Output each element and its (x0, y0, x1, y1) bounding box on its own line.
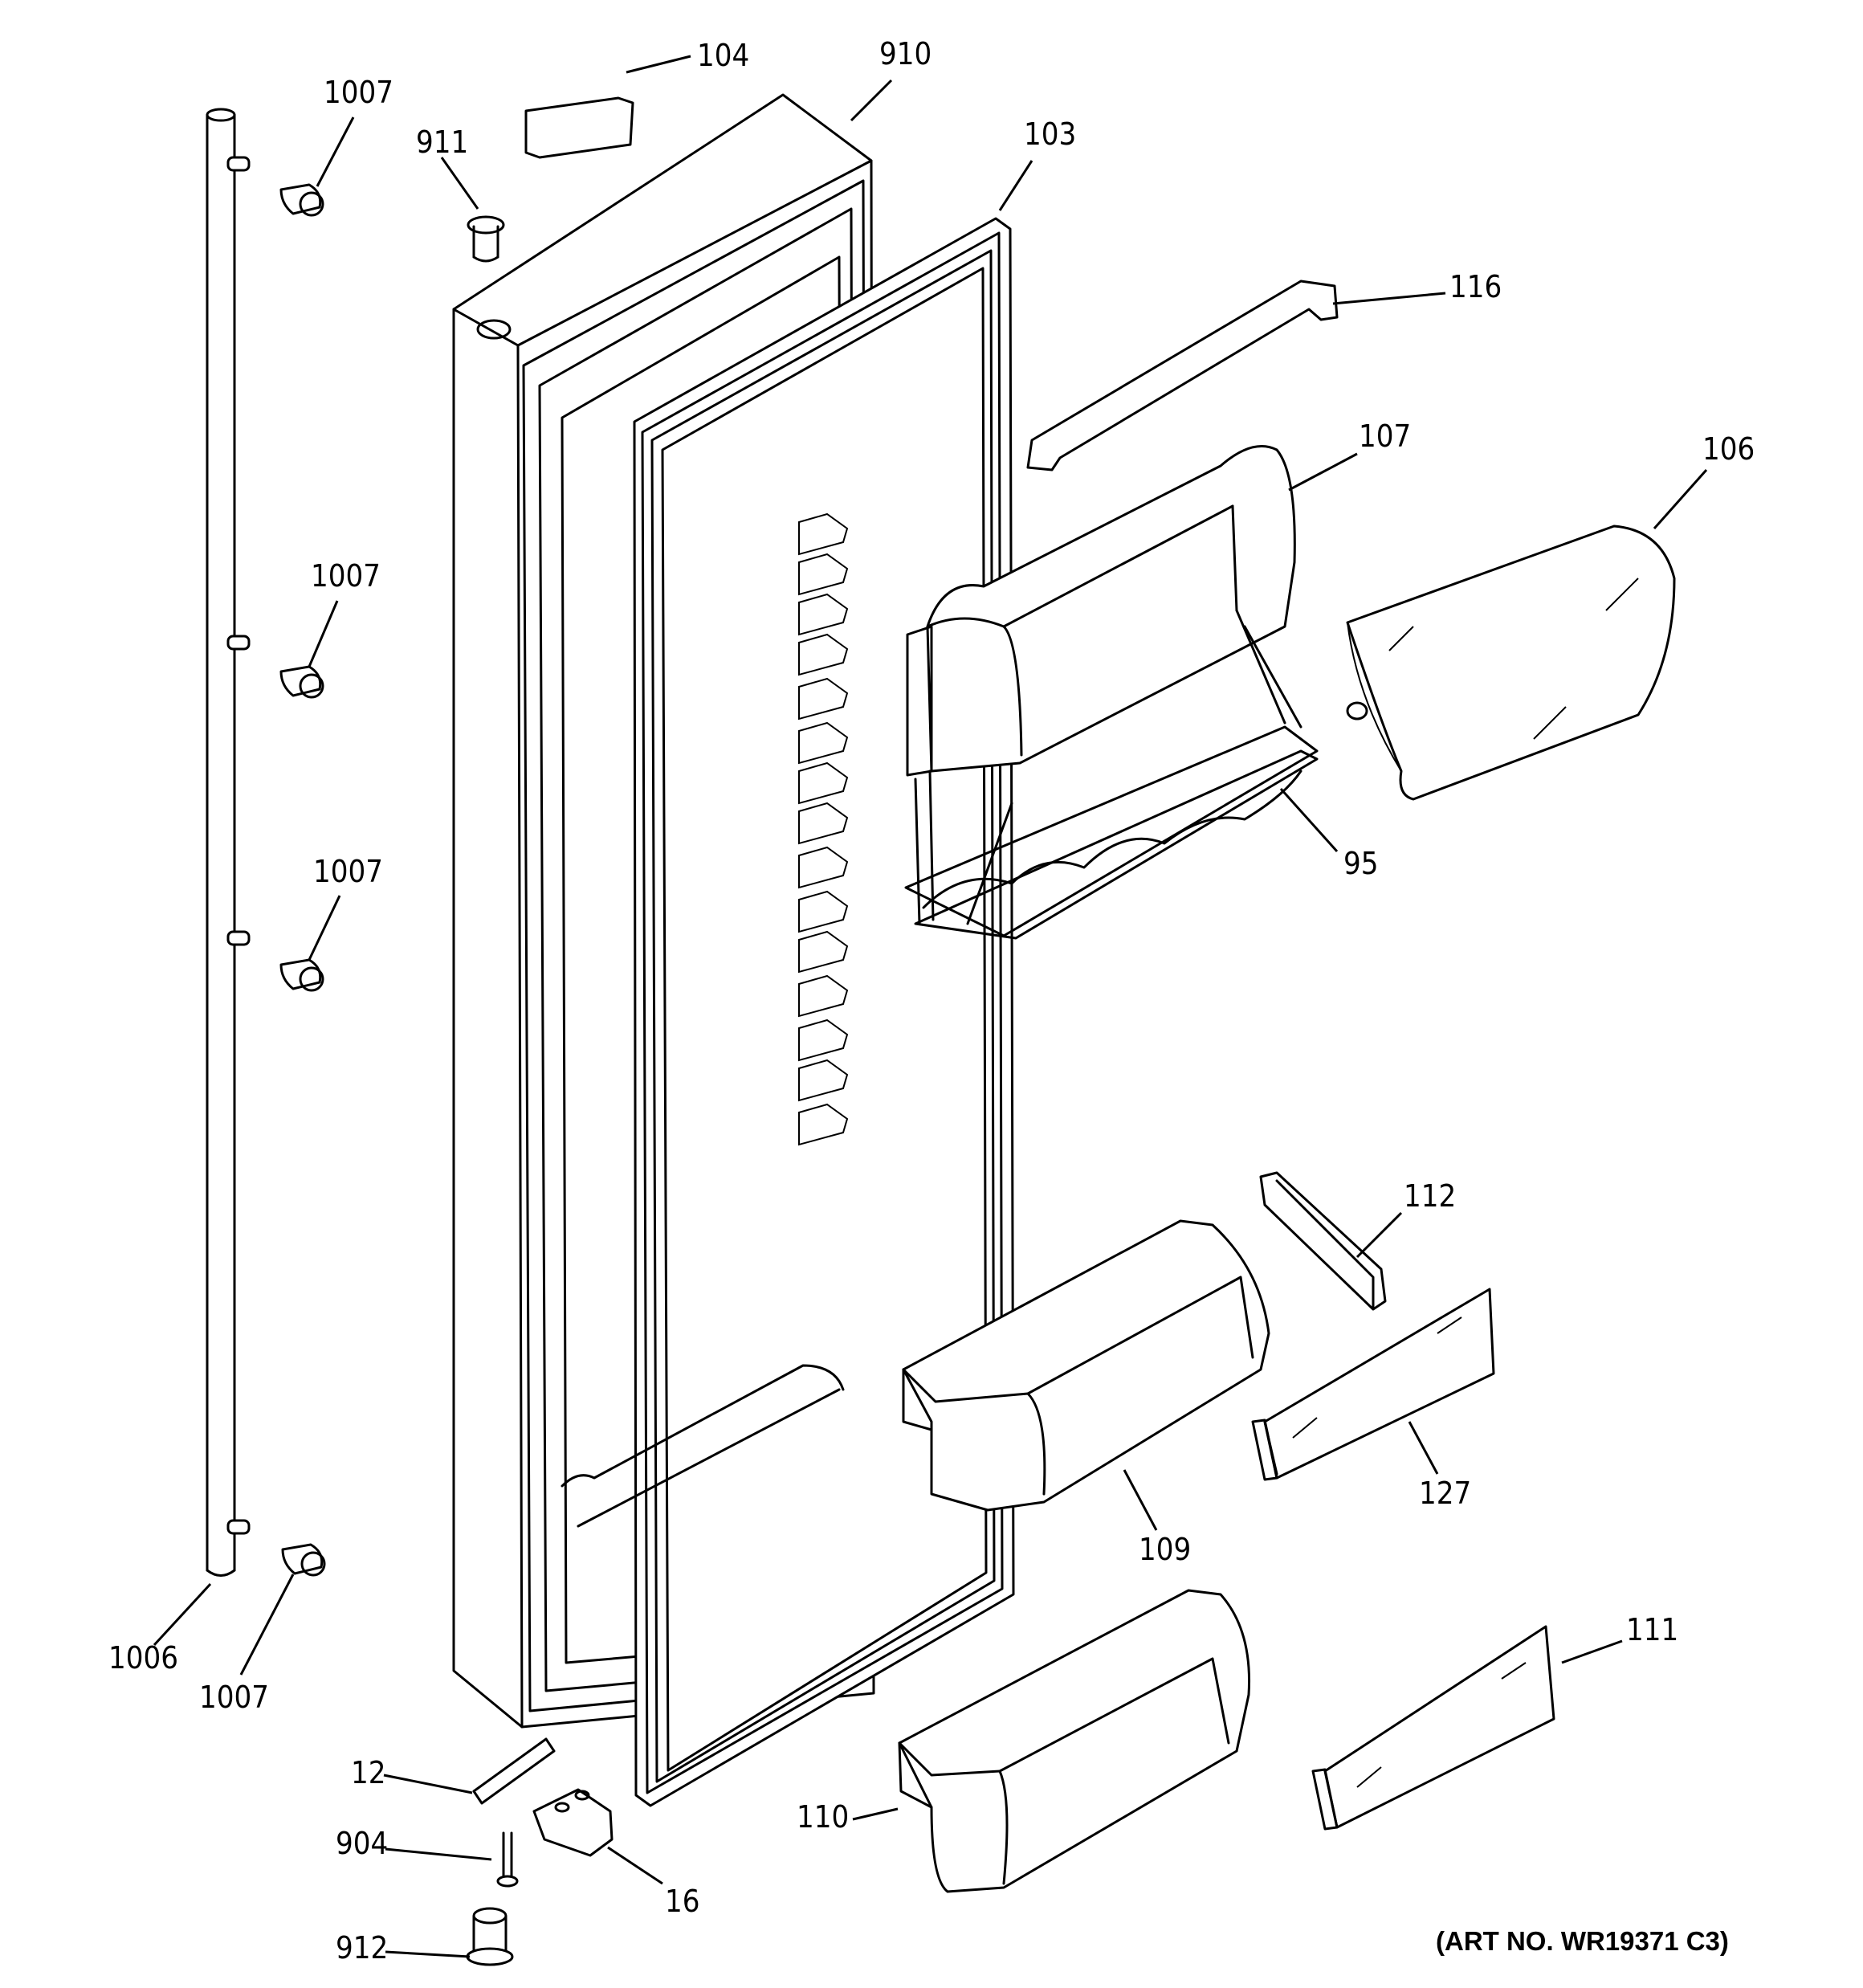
part-110-door-bin (898, 1589, 1251, 1893)
callout-107: 107 (1359, 418, 1411, 454)
callout-910: 910 (879, 36, 932, 71)
callout-104: 104 (697, 38, 749, 73)
callout-1007: 1007 (311, 558, 381, 594)
part-911-top-bushing (467, 215, 505, 263)
callout-109: 109 (1139, 1532, 1191, 1567)
callout-95: 95 (1343, 846, 1379, 881)
callout-1007: 1007 (199, 1680, 269, 1715)
part-1006-hinge-rod (206, 108, 251, 1577)
part-1007-bushing-4 (281, 1543, 326, 1577)
callout-labels: 1007 911 104 910 103 116 107 106 1007 95… (108, 36, 1755, 1966)
callout-116: 116 (1449, 269, 1502, 304)
callout-111: 111 (1626, 1612, 1678, 1647)
part-1007-bushing-1 (279, 183, 324, 217)
part-104-door-cap (524, 96, 634, 159)
part-904-screw (496, 1831, 519, 1888)
part-112-end-cap (1259, 1171, 1387, 1311)
callout-1006: 1006 (108, 1640, 178, 1676)
part-12-bracket (472, 1737, 556, 1805)
leader-lines (153, 55, 1708, 1958)
part-shelf-supports (798, 512, 849, 1146)
callout-911: 911 (416, 125, 468, 160)
part-111-bin-cover (1311, 1625, 1555, 1831)
callout-1007: 1007 (313, 854, 383, 889)
part-912-bushing (466, 1907, 514, 1966)
callout-16: 16 (665, 1884, 700, 1919)
callout-110: 110 (797, 1799, 849, 1835)
callout-127: 127 (1419, 1476, 1471, 1511)
part-127-bin-cover (1251, 1288, 1495, 1481)
part-116-shelf-rail (1026, 280, 1339, 471)
callout-912: 912 (336, 1930, 388, 1966)
callout-103: 103 (1024, 116, 1076, 152)
part-103-door-gasket (561, 217, 1015, 1807)
part-16-hinge (532, 1788, 614, 1857)
part-1007-bushing-2 (279, 665, 324, 699)
callout-904: 904 (336, 1826, 388, 1861)
part-95-wire-shelf (904, 609, 1319, 940)
part-107-door-bin (906, 445, 1296, 777)
part-106-bin-cover (1346, 525, 1676, 801)
callout-12: 12 (351, 1755, 386, 1790)
part-1007-bushing-3 (279, 958, 324, 992)
callout-1007: 1007 (324, 75, 393, 110)
callout-112: 112 (1404, 1178, 1456, 1214)
callout-106: 106 (1702, 431, 1755, 467)
part-109-door-bin (902, 1219, 1270, 1512)
art-number-label: (ART NO. WR19371 C3) (1436, 1926, 1729, 1956)
